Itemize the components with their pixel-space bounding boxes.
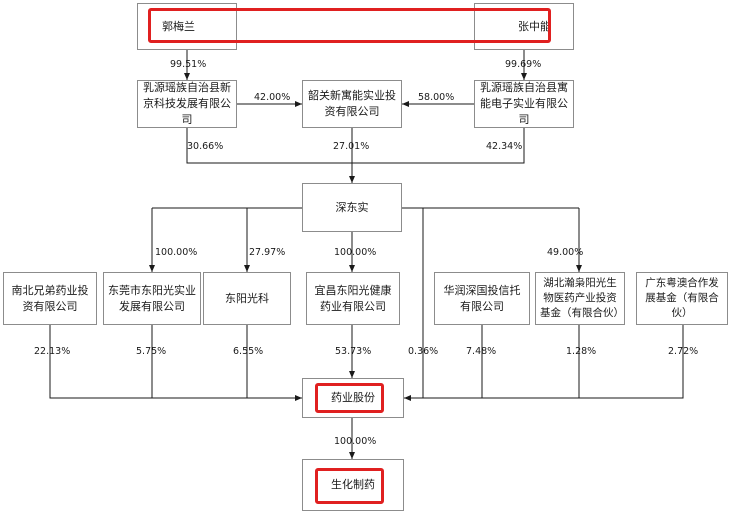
entity-dyg-keji-label: 东阳光科 bbox=[225, 291, 269, 305]
pct-dongguan-yaoye: 5.75% bbox=[136, 346, 167, 357]
pct-xinjing-shaoguan: 42.00% bbox=[254, 92, 291, 103]
pct-sds-dyg: 27.97% bbox=[249, 247, 286, 258]
pct-yichang-yaoye: 53.73% bbox=[335, 346, 372, 357]
highlight-owners bbox=[148, 8, 551, 43]
pct-sds-yaoye: 0.36% bbox=[408, 346, 439, 357]
pct-nanbei-yaoye: 22.13% bbox=[34, 346, 71, 357]
edge-yuneng-sds bbox=[352, 128, 525, 164]
entity-shendongshi-label: 深东实 bbox=[335, 200, 369, 214]
person-guo-label: 郭梅兰 bbox=[162, 19, 195, 33]
entity-huarun: 华润深国投信托有限公司 bbox=[434, 272, 530, 325]
pct-sds-dongguan: 100.00% bbox=[155, 247, 198, 258]
entity-dongguan: 东莞市东阳光实业发展有限公司 bbox=[103, 272, 201, 325]
pct-xinjing-sds: 30.66% bbox=[187, 141, 224, 152]
pct-yuneng-shaoguan: 58.00% bbox=[418, 92, 455, 103]
entity-xinjing: 乳源瑶族自治县新京科技发展有限公司 bbox=[137, 80, 237, 128]
pct-sds-hubei: 49.00% bbox=[547, 247, 584, 258]
entity-shaoguan-label: 韶关新寓能实业投资有限公司 bbox=[308, 89, 396, 118]
pct-zhang-yuneng: 99.69% bbox=[505, 59, 542, 70]
entity-hubei: 湖北瀚枭阳光生物医药产业投资基金（有限合伙） bbox=[535, 272, 625, 325]
pct-shaoguan-sds: 27.01% bbox=[333, 141, 370, 152]
entity-yichang-label: 宜昌东阳光健康药业有限公司 bbox=[314, 283, 392, 313]
edge-xinjing-sds bbox=[186, 128, 352, 164]
entity-yuneng: 乳源瑶族自治县寓能电子实业有限公司 bbox=[474, 80, 574, 128]
pct-sds-yichang: 100.00% bbox=[334, 247, 377, 258]
pct-guangdong-yaoye: 2.72% bbox=[668, 346, 699, 357]
pct-hubei-yaoye: 1.28% bbox=[566, 346, 597, 357]
pct-huarun-yaoye: 7.48% bbox=[466, 346, 497, 357]
entity-huarun-label: 华润深国投信托有限公司 bbox=[443, 283, 521, 313]
highlight-shenghua bbox=[315, 468, 384, 504]
entity-nanbei-label: 南北兄弟药业投资有限公司 bbox=[11, 283, 89, 313]
pct-dyg-yaoye: 6.55% bbox=[233, 346, 264, 357]
entity-hubei-label: 湖北瀚枭阳光生物医药产业投资基金（有限合伙） bbox=[540, 277, 624, 319]
entity-nanbei: 南北兄弟药业投资有限公司 bbox=[3, 272, 97, 325]
entity-yuneng-label: 乳源瑶族自治县寓能电子实业有限公司 bbox=[480, 81, 568, 126]
entity-shaoguan: 韶关新寓能实业投资有限公司 bbox=[302, 80, 402, 128]
entity-dyg-keji: 东阳光科 bbox=[203, 272, 291, 325]
entity-shenghua-label: 生化制药 bbox=[331, 478, 375, 491]
pct-guo-xinjing: 99.51% bbox=[170, 59, 207, 70]
entity-yichang: 宜昌东阳光健康药业有限公司 bbox=[306, 272, 400, 325]
edge-nanbei-yaoye bbox=[49, 325, 302, 401]
person-zhang-label: 张中能 bbox=[518, 19, 551, 33]
entity-xinjing-label: 乳源瑶族自治县新京科技发展有限公司 bbox=[143, 81, 231, 126]
entity-guangdong: 广东粤澳合作发展基金（有限合伙） bbox=[636, 272, 728, 325]
entity-guangdong-label: 广东粤澳合作发展基金（有限合伙） bbox=[645, 277, 719, 319]
edge-guangdong-yaoye bbox=[404, 325, 684, 399]
highlight-yaoye bbox=[315, 383, 384, 413]
entity-shendongshi: 深东实 bbox=[302, 183, 402, 232]
pct-yaoye-shenghua: 100.00% bbox=[334, 436, 377, 447]
edge-sds-yaoye bbox=[404, 208, 424, 401]
entity-dongguan-label: 东莞市东阳光实业发展有限公司 bbox=[108, 283, 196, 313]
entity-yaoye-label: 药业股份 bbox=[331, 391, 375, 404]
pct-yuneng-sds: 42.34% bbox=[486, 141, 523, 152]
